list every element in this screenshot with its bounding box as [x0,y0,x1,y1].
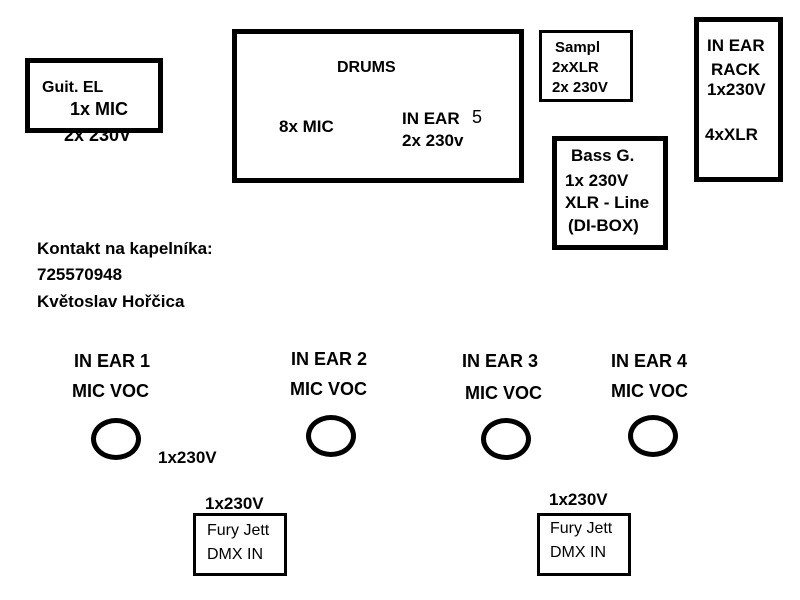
drums-mics: 8x MIC [279,117,334,136]
fury-2-power: 1x230V [549,490,608,509]
contact-name: Květoslav Hořčica [37,292,185,311]
sampl-xlr: 2xXLR [552,59,599,76]
vocal-3-mic: MIC VOC [465,383,543,403]
bass-dibox: (DI-BOX) [568,216,639,235]
vocal-3-mic-icon [481,418,531,460]
sampl-title: Sampl [555,39,601,56]
rack-xlr: 4xXLR [705,125,758,144]
drums-box [232,29,524,183]
vocal-2-inear: IN EAR 2 [291,349,368,369]
fury-1-dmx: DMX IN [207,546,263,563]
sampl-box [539,30,633,102]
drums-title: DRUMS [337,59,396,76]
vocal-4-mic-icon [628,415,678,457]
vocal-4-inear: IN EAR 4 [611,351,688,371]
vocal-1-mic: MIC VOC [72,381,150,401]
rack-line1: IN EAR [707,36,765,55]
vocal-3-inear: IN EAR 3 [462,351,539,371]
fury-1-power: 1x230V [205,494,264,513]
bass-box [552,136,668,250]
vocal-power-note: 1x230V [158,448,217,467]
guitar-mic: 1x MIC [70,99,129,119]
fury-2-name: Fury Jett [550,520,613,537]
fury-2-box [537,513,631,576]
guitar-title: Guit. EL [42,79,104,96]
contact-phone: 725570948 [37,265,123,284]
bass-power: 1x 230V [565,171,629,190]
drums-power: 2x 230v [402,131,464,150]
contact-heading: Kontakt na kapelníka: [37,239,213,258]
drums-inear: IN EAR [402,109,460,128]
fury-2-dmx: DMX IN [550,544,606,561]
sampl-power: 2x 230V [552,79,608,96]
vocal-2-mic: MIC VOC [290,379,368,399]
drums-inear-number: 5 [472,107,483,127]
bass-xlr: XLR - Line [565,193,650,212]
inear-rack-box [694,17,783,182]
fury-1-box [193,513,287,576]
bass-title: Bass G. [571,146,635,165]
guitar-power: 2x 230V [64,125,132,145]
vocal-1-inear: IN EAR 1 [74,351,151,371]
rack-line2: RACK [711,60,761,79]
vocal-4-mic: MIC VOC [611,381,689,401]
rack-power: 1x230V [707,80,766,99]
vocal-2-mic-icon [306,415,356,457]
fury-1-name: Fury Jett [207,522,270,539]
guitar-box [25,58,163,133]
vocal-1-mic-icon [91,418,141,460]
